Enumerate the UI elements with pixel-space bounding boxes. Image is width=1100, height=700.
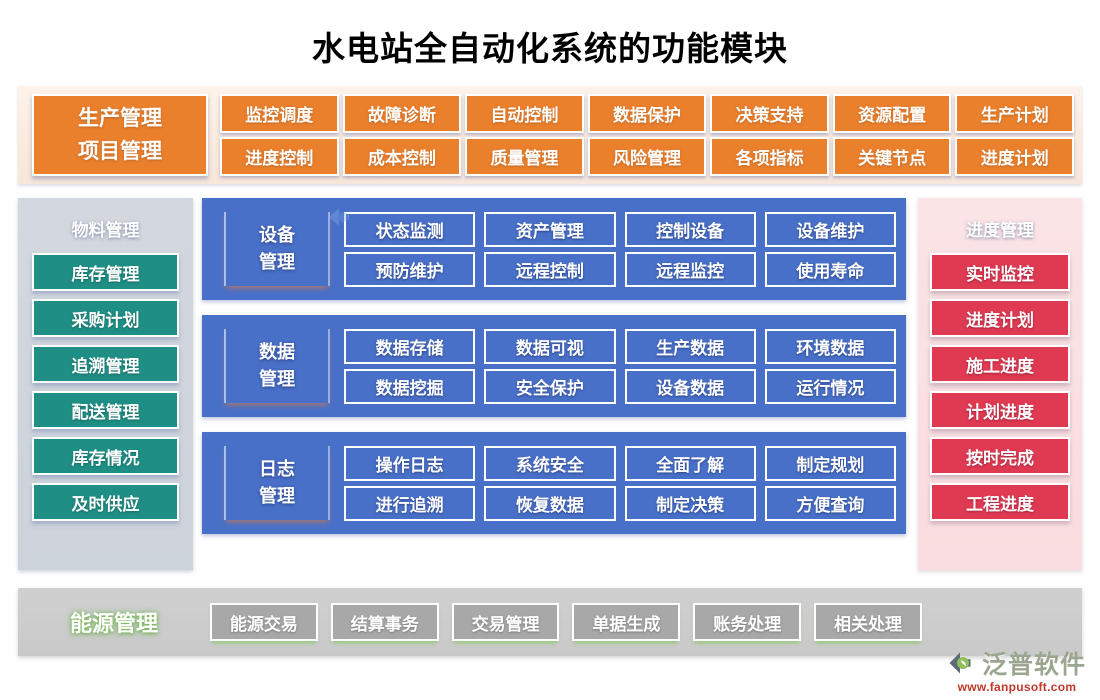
- panel-label-data[interactable]: 数据 管理: [224, 329, 330, 403]
- panel-cell[interactable]: 制定决策: [624, 485, 756, 521]
- panel-label-log[interactable]: 日志 管理: [224, 446, 330, 520]
- panel-label-line-1: 设备: [259, 225, 295, 245]
- material-management-column: 物料管理 库存管理 采购计划 追溯管理 配送管理 库存情况 及时供应: [18, 198, 193, 570]
- sidebar-item-on-time-completion[interactable]: 按时完成: [930, 437, 1070, 475]
- panel-cell[interactable]: 远程控制: [484, 251, 616, 287]
- header-cell[interactable]: 资源配置: [832, 94, 952, 133]
- header-cell[interactable]: 成本控制: [342, 137, 462, 176]
- progress-management-column: 进度管理 实时监控 进度计划 施工进度 计划进度 按时完成 工程进度: [918, 198, 1082, 570]
- sidebar-item-construction-progress[interactable]: 施工进度: [930, 345, 1070, 383]
- panel-log-management: 日志 管理 操作日志 系统安全 全面了解 制定规划 进行追溯 恢复数据 制定决策…: [202, 432, 906, 534]
- logo-row: 泛普软件: [948, 645, 1086, 681]
- sidebar-item-inventory-status[interactable]: 库存情况: [32, 437, 179, 475]
- panel-cell[interactable]: 控制设备: [624, 211, 756, 247]
- sidebar-item-planned-progress[interactable]: 计划进度: [930, 391, 1070, 429]
- panel-label-equipment[interactable]: 设备 管理: [224, 212, 330, 286]
- logo-name: 泛普软件: [981, 651, 1086, 679]
- header-row-production: 监控调度 故障诊断 自动控制 数据保护 决策支持 资源配置 生产计划: [220, 94, 1075, 133]
- sidebar-item-realtime-monitoring[interactable]: 实时监控: [930, 253, 1070, 291]
- panel-grid-equipment: 状态监测 资产管理 控制设备 设备维护 预防维护 远程控制 远程监控 使用寿命: [344, 211, 896, 287]
- panel-cell[interactable]: 方便查询: [764, 485, 896, 521]
- bottom-bar-title: 能源管理: [69, 611, 158, 636]
- panel-row: 操作日志 系统安全 全面了解 制定规划: [344, 445, 896, 481]
- header-cell[interactable]: 进度控制: [220, 137, 339, 176]
- header-cell[interactable]: 进度计划: [955, 137, 1075, 176]
- header-cell[interactable]: 监控调度: [220, 94, 339, 133]
- bottom-bar-items: 能源交易 结算事务 交易管理 单据生成 账务处理 相关处理: [210, 603, 1082, 641]
- panel-cell[interactable]: 状态监测: [344, 211, 476, 247]
- panel-row: 数据挖掘 安全保护 设备数据 运行情况: [344, 368, 896, 404]
- bottom-cell-related-processing[interactable]: 相关处理: [814, 603, 922, 641]
- header-cell[interactable]: 决策支持: [710, 94, 829, 133]
- sidebar-item-project-progress[interactable]: 工程进度: [930, 483, 1070, 521]
- header-cell[interactable]: 故障诊断: [342, 94, 462, 133]
- panel-grid-log: 操作日志 系统安全 全面了解 制定规划 进行追溯 恢复数据 制定决策 方便查询: [344, 445, 896, 521]
- panel-cell[interactable]: 安全保护: [484, 368, 616, 404]
- bottom-cell-settlement[interactable]: 结算事务: [330, 603, 439, 641]
- panel-row: 数据存储 数据可视 生产数据 环境数据: [344, 328, 896, 364]
- bottom-cell-accounting[interactable]: 账务处理: [693, 603, 802, 641]
- header-cell[interactable]: 风险管理: [587, 137, 707, 176]
- panel-label-line-2: 管理: [259, 252, 295, 272]
- panel-label-line-2: 管理: [259, 369, 295, 389]
- panel-cell[interactable]: 设备维护: [764, 211, 896, 247]
- fanpu-logo-icon: [949, 652, 971, 674]
- sidebar-item-progress-plan[interactable]: 进度计划: [930, 299, 1070, 337]
- sidebar-item-traceability-management[interactable]: 追溯管理: [32, 345, 179, 383]
- right-sidebar-title: 进度管理: [966, 221, 1034, 240]
- panel-cell[interactable]: 数据可视: [484, 328, 616, 364]
- panel-cell[interactable]: 数据挖掘: [344, 368, 476, 404]
- panel-cell[interactable]: 预防维护: [344, 251, 476, 287]
- bottom-cell-document-generation[interactable]: 单据生成: [572, 603, 681, 641]
- header-cell[interactable]: 质量管理: [465, 137, 584, 176]
- panel-cell[interactable]: 环境数据: [764, 328, 896, 364]
- panel-grid-data: 数据存储 数据可视 生产数据 环境数据 数据挖掘 安全保护 设备数据 运行情况: [344, 328, 896, 404]
- panel-label-line-1: 数据: [259, 342, 295, 362]
- panel-cell[interactable]: 系统安全: [484, 445, 616, 481]
- header-row-project: 进度控制 成本控制 质量管理 风险管理 各项指标 关键节点 进度计划: [220, 137, 1075, 176]
- panel-row: 进行追溯 恢复数据 制定决策 方便查询: [344, 485, 896, 521]
- center-panels: 设备 管理 状态监测 资产管理 控制设备 设备维护 预防维护 远程控制 远程监控…: [202, 198, 906, 570]
- panel-label-line-1: 日志: [259, 459, 295, 479]
- panel-cell[interactable]: 进行追溯: [344, 485, 476, 521]
- bottom-cell-trade-management[interactable]: 交易管理: [451, 603, 560, 641]
- panel-cell[interactable]: 数据存储: [344, 328, 476, 364]
- panel-equipment-management: 设备 管理 状态监测 资产管理 控制设备 设备维护 预防维护 远程控制 远程监控…: [202, 198, 906, 300]
- panel-cell[interactable]: 远程监控: [624, 251, 756, 287]
- sidebar-item-purchase-plan[interactable]: 采购计划: [32, 299, 179, 337]
- panel-cell[interactable]: 资产管理: [484, 211, 616, 247]
- header-cell[interactable]: 关键节点: [832, 137, 952, 176]
- page-title: 水电站全自动化系统的功能模块: [312, 29, 788, 68]
- header-left-line-2: 项目管理: [78, 140, 162, 163]
- panel-cell[interactable]: 运行情况: [764, 368, 896, 404]
- header-cell[interactable]: 各项指标: [710, 137, 829, 176]
- production-project-header: 生产管理 项目管理 监控调度 故障诊断 自动控制 数据保护 决策支持 资源配置 …: [18, 86, 1082, 184]
- sidebar-item-inventory-management[interactable]: 库存管理: [32, 253, 179, 291]
- header-cell[interactable]: 数据保护: [587, 94, 707, 133]
- panel-cell[interactable]: 设备数据: [624, 368, 756, 404]
- header-cell[interactable]: 生产计划: [955, 94, 1075, 133]
- panel-cell[interactable]: 全面了解: [624, 445, 756, 481]
- header-grid: 监控调度 故障诊断 自动控制 数据保护 决策支持 资源配置 生产计划 进度控制 …: [220, 94, 1075, 176]
- panel-cell[interactable]: 使用寿命: [764, 251, 896, 287]
- left-sidebar-title: 物料管理: [71, 221, 140, 240]
- header-cell[interactable]: 自动控制: [465, 94, 584, 133]
- panel-cell[interactable]: 操作日志: [344, 445, 476, 481]
- header-left-label[interactable]: 生产管理 项目管理: [32, 94, 208, 176]
- panel-cell[interactable]: 生产数据: [624, 328, 756, 364]
- company-logo: 泛普软件 www.fanpusoft.com: [948, 645, 1086, 694]
- panel-cell[interactable]: 制定规划: [764, 445, 896, 481]
- sidebar-item-timely-supply[interactable]: 及时供应: [32, 483, 179, 521]
- sidebar-item-delivery-management[interactable]: 配送管理: [32, 391, 179, 429]
- panel-row: 预防维护 远程控制 远程监控 使用寿命: [344, 251, 896, 287]
- energy-management-bar: 能源管理 能源交易 结算事务 交易管理 单据生成 账务处理 相关处理: [18, 588, 1082, 656]
- logo-url: www.fanpusoft.com: [957, 680, 1077, 694]
- panel-data-management: 数据 管理 数据存储 数据可视 生产数据 环境数据 数据挖掘 安全保护 设备数据…: [202, 315, 906, 417]
- panel-label-line-2: 管理: [259, 486, 295, 506]
- bottom-cell-energy-trading[interactable]: 能源交易: [210, 603, 318, 641]
- panel-row: 状态监测 资产管理 控制设备 设备维护: [344, 211, 896, 247]
- header-left-line-1: 生产管理: [78, 107, 162, 130]
- panel-cell[interactable]: 恢复数据: [484, 485, 616, 521]
